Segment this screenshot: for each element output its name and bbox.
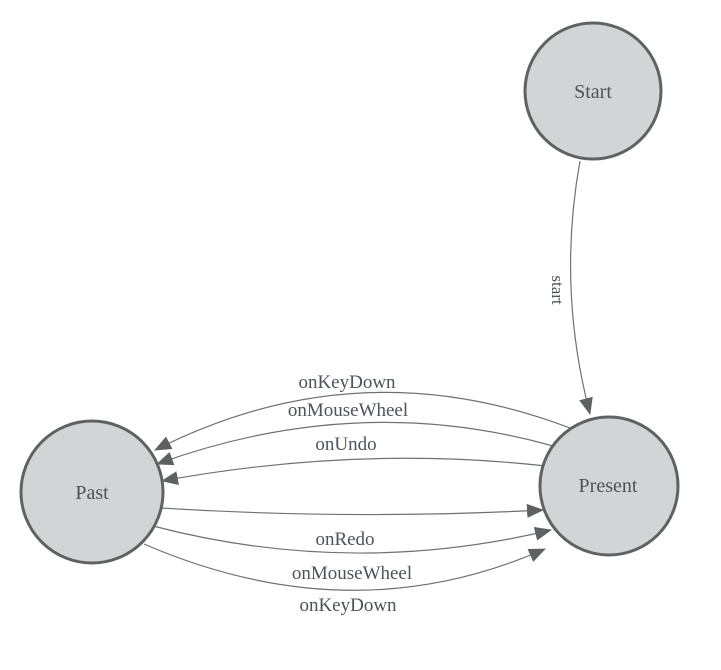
edge-line-onkeydown-bottom [143,543,546,591]
edge-line-onkeydown-top [154,391,571,451]
state-node-past: Past [19,419,165,565]
state-node-present: Present [538,415,680,557]
edge-line-start [569,160,593,415]
edge-line-onredo [160,503,544,518]
edge-line-onmousewheel-bottom [152,525,552,554]
edge-past-to-present-onkeydown: onKeyDown [143,543,546,616]
edge-label-onmousewheel-top: onMouseWheel [288,400,408,421]
edge-label-onredo: onRedo [315,529,374,550]
edge-label-onkeydown-bottom: onKeyDown [299,595,397,616]
edge-label-onkeydown-top: onKeyDown [298,372,396,393]
edge-present-to-past-onmousewheel: onMouseWheel [156,400,554,466]
edge-start-to-present: start [548,160,593,415]
edge-present-to-past-onundo: onUndo [161,434,547,485]
edge-label-start: start [548,275,567,305]
edge-past-to-present-onmousewheel: onMouseWheel [152,525,552,584]
edge-past-to-present-onredo: onRedo [160,503,544,550]
edge-line-onmousewheel-top [156,421,554,466]
state-circle-present [538,415,680,557]
state-label-start: Start [574,81,612,103]
state-circle-past [19,419,165,565]
state-node-start: Start [523,21,663,161]
state-circle-start [523,21,663,161]
state-label-past: Past [75,482,109,504]
edge-line-onundo [161,457,547,485]
edge-label-onmousewheel-bottom: onMouseWheel [292,563,412,584]
state-label-present: Present [579,475,638,497]
edge-present-to-past-onkeydown: onKeyDown [154,372,571,451]
edge-label-onundo: onUndo [315,434,376,455]
